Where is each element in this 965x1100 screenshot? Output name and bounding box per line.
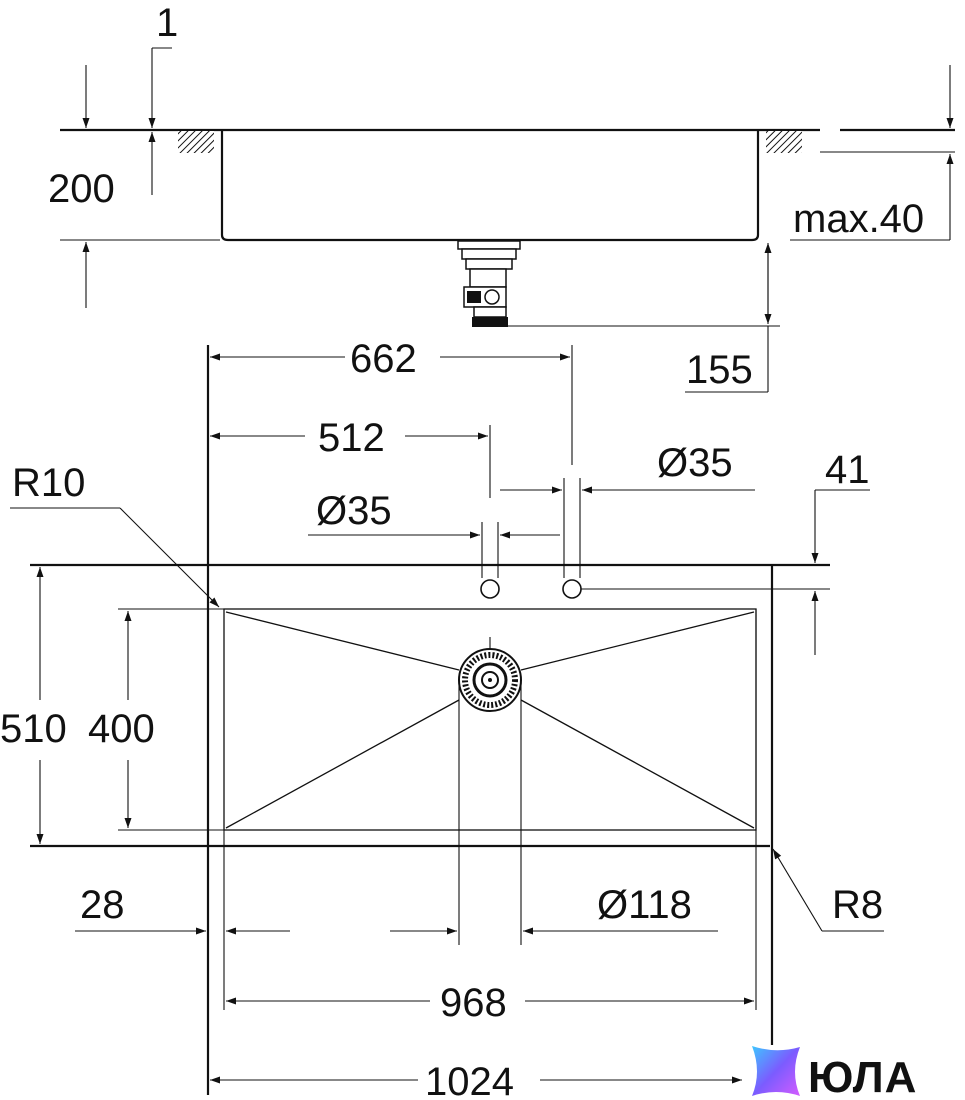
outer-corner-radius-label: R10 (12, 461, 85, 505)
bowl-depth-label: 400 (88, 707, 155, 751)
brand-name: ЮЛА (808, 1053, 917, 1100)
side-rim-label: 28 (80, 883, 125, 927)
bowl-width-label: 968 (440, 981, 507, 1025)
rim-thickness-label: 1 (156, 1, 178, 45)
tap-hole-2-diameter-label: Ø35 (657, 441, 733, 485)
overall-depth-label: 510 (0, 707, 67, 751)
counter-hatch-right (766, 131, 802, 153)
top-view: 662 512 Ø35 Ø35 41 R10 510 400 28 (0, 337, 884, 1100)
overall-width-label: 1024 (425, 1060, 514, 1100)
drain-fitting (457, 240, 521, 327)
counter-hatch-left (178, 131, 214, 153)
tap-hole-2-offset-label: 662 (350, 337, 417, 381)
bowl-slope-lines (225, 611, 755, 829)
brand-logo: ЮЛА (752, 1046, 917, 1100)
bowl-side-profile (220, 131, 760, 242)
tap-hole-1 (480, 579, 500, 599)
max-thickness-label: max.40 (793, 197, 924, 241)
tap-hole-to-edge-label: 41 (825, 448, 870, 492)
tap-hole-1-diameter-label: Ø35 (316, 489, 392, 533)
depth-label: 200 (48, 167, 115, 211)
side-view: 1 200 max.40 155 (48, 1, 955, 393)
tap-hole-1-offset-label: 512 (318, 416, 385, 460)
tap-hole-2 (562, 579, 582, 599)
brand-star-icon (752, 1046, 800, 1096)
drain-top-view (458, 648, 522, 712)
drain-height-label: 155 (686, 348, 753, 392)
corner-radius-r8-label: R8 (832, 883, 883, 927)
drain-diameter-label: Ø118 (597, 883, 692, 927)
